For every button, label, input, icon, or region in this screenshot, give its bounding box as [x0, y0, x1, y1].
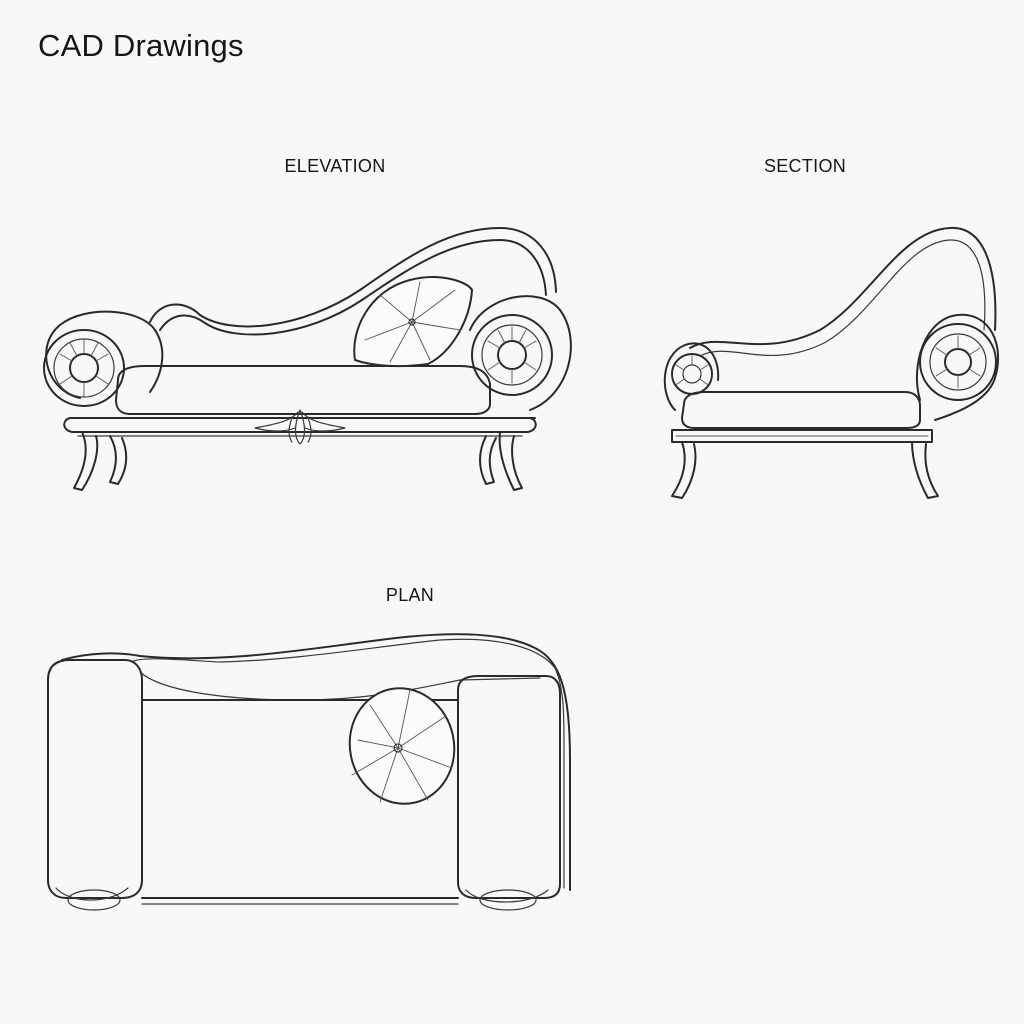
- elevation-right-scroll: [471, 314, 553, 396]
- section-right-scroll-circle: [919, 323, 997, 401]
- section-back-sweep: [689, 226, 997, 349]
- plan-left-foot: [67, 889, 121, 911]
- page-title: CAD Drawings: [38, 28, 244, 63]
- elevation-apron: [63, 417, 537, 433]
- plan-left-arm: [47, 659, 143, 899]
- elevation-left-scroll: [43, 329, 125, 407]
- elevation-seat-cushion: [115, 365, 491, 415]
- section-left-scroll: [663, 342, 720, 411]
- section-seat-cushion: [681, 391, 921, 429]
- elevation-leg-back-left: [109, 435, 128, 485]
- elevation-leg-back-right: [479, 435, 497, 485]
- elevation-left-pleats: [59, 339, 109, 397]
- section-back-sweep-inner: [699, 239, 986, 357]
- elevation-right-pleats: [487, 326, 537, 384]
- elevation-back-rail-inner: [159, 239, 547, 336]
- plan-back-outline-inner: [131, 638, 565, 889]
- elevation-right-button: [497, 340, 527, 370]
- elevation-pillow-pleats: [364, 281, 461, 363]
- section-leg-left: [671, 441, 697, 499]
- elevation-back-rail: [149, 227, 557, 328]
- plan-label: PLAN: [385, 585, 435, 605]
- elevation-leg-front-left: [73, 431, 99, 491]
- elevation-chaise-drawing: [43, 227, 572, 491]
- section-right-button: [944, 348, 972, 376]
- plan-right-arm: [457, 675, 561, 899]
- elevation-leg-front-right: [498, 431, 523, 491]
- elevation-right-arm: [469, 295, 572, 411]
- plan-right-foot: [479, 889, 537, 911]
- section-chaise-drawing: [663, 226, 1000, 499]
- section-rail: [671, 429, 933, 443]
- plan-chaise-drawing: [47, 633, 571, 911]
- elevation-left-button: [69, 353, 99, 383]
- section-label: SECTION: [763, 156, 847, 176]
- elevation-left-arm: [45, 310, 164, 399]
- plan-pillow-pleats: [351, 689, 453, 803]
- elevation-carving-ornament: [254, 409, 346, 445]
- elevation-label: ELEVATION: [284, 156, 386, 176]
- section-leg-right: [911, 441, 939, 499]
- plan-back-outline: [61, 633, 571, 891]
